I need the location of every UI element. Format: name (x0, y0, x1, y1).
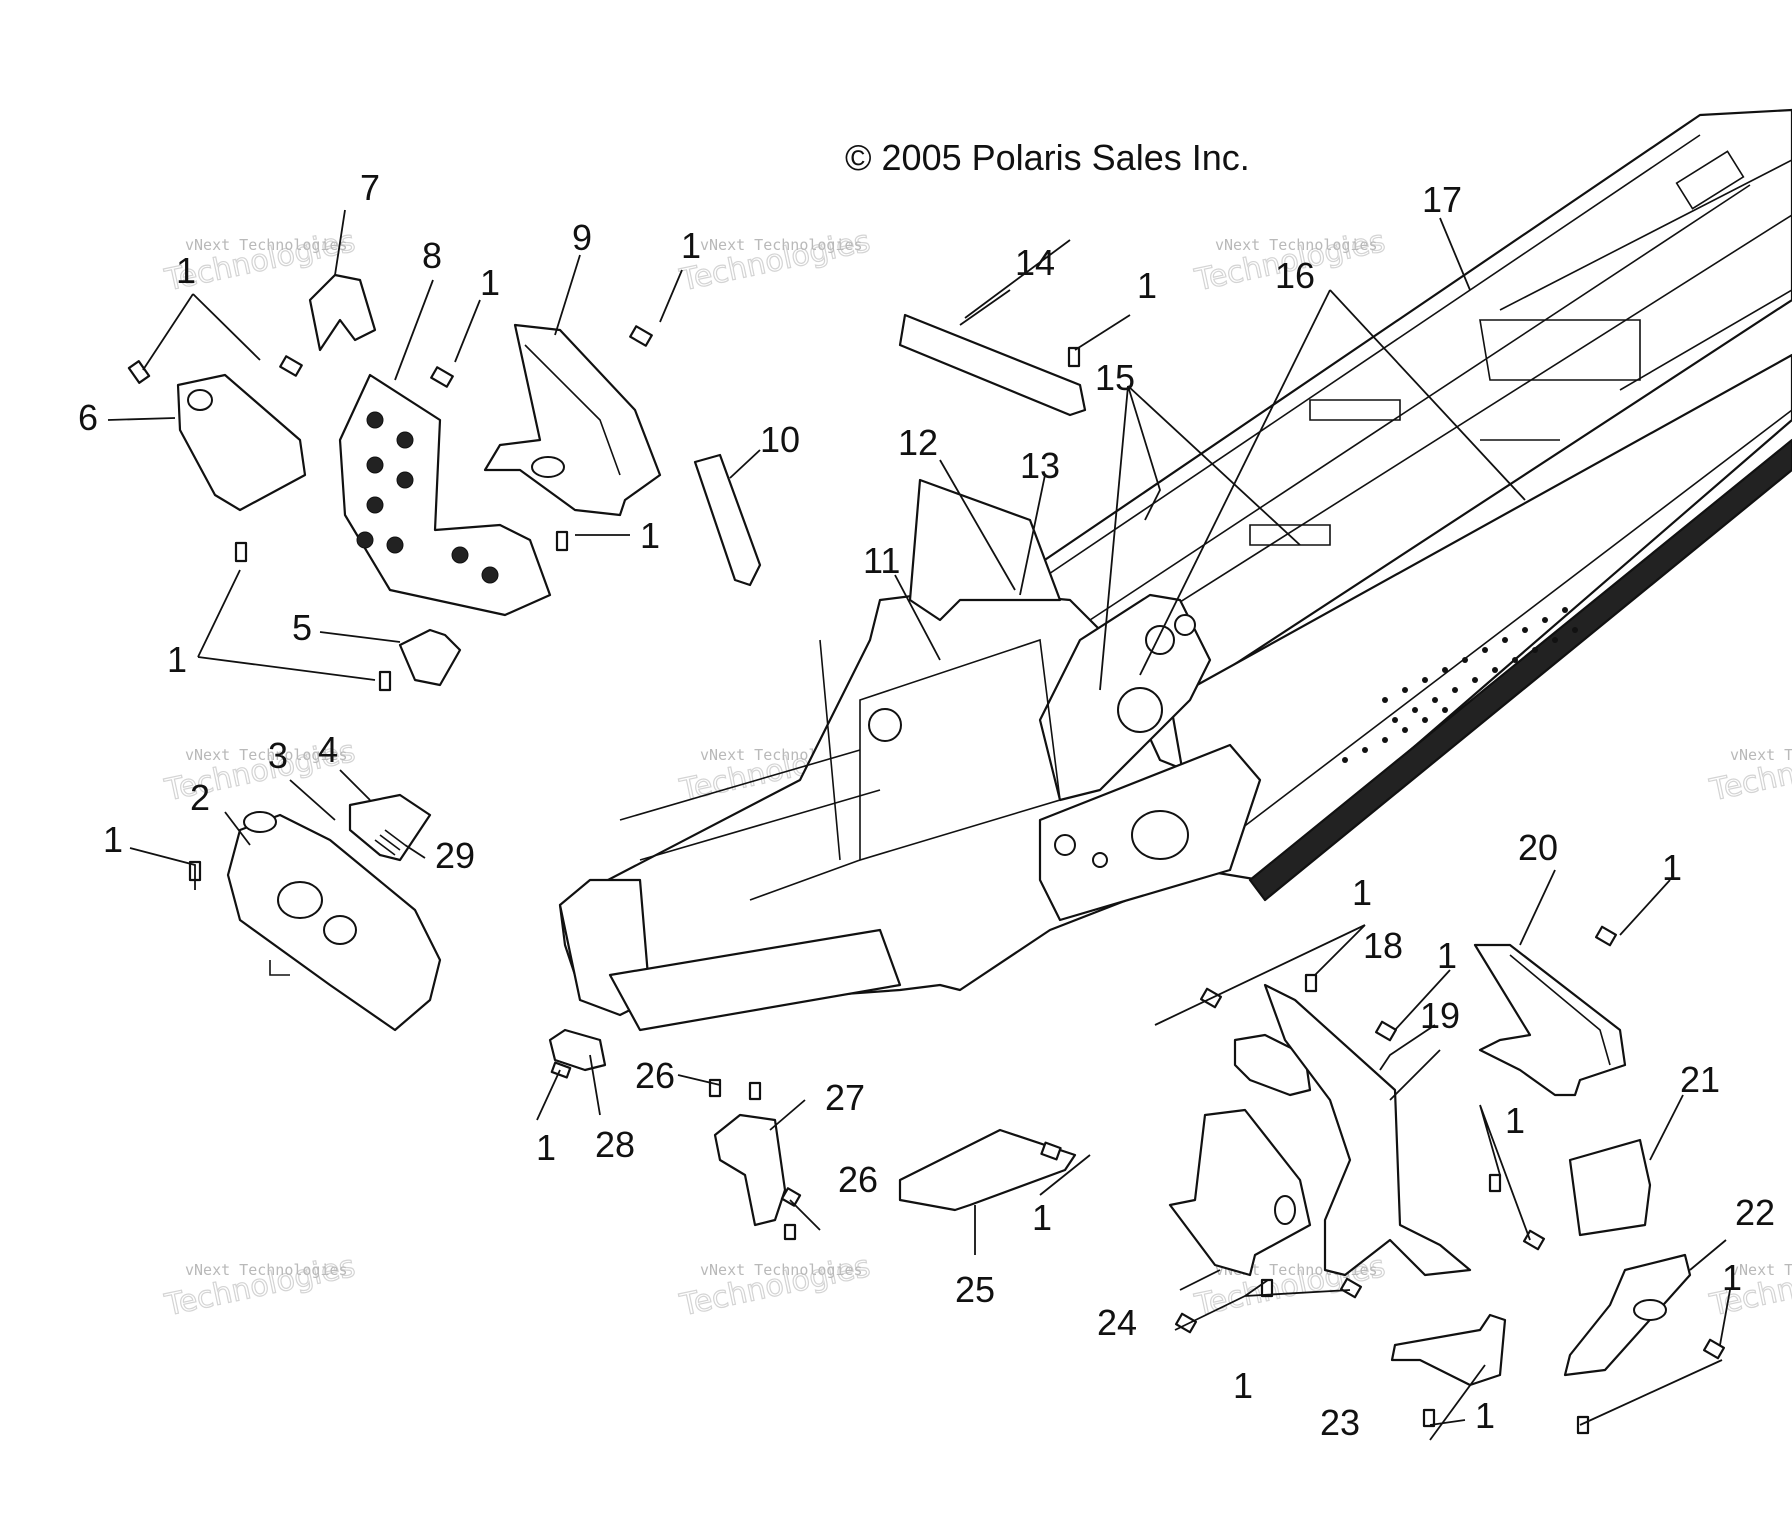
callout-5: 5 (292, 607, 312, 648)
part-25-plate (898, 1128, 1077, 1212)
callout-17: 17 (1422, 179, 1462, 220)
part-24-plate (1168, 1108, 1312, 1277)
part-8-bulkhead (338, 373, 552, 617)
part-6-plate (176, 373, 307, 512)
callout-26-b: 26 (838, 1159, 878, 1200)
callout-12: 12 (898, 422, 938, 463)
watermark-line1: vNext Technologies (185, 1261, 348, 1279)
part-20-panel (1473, 943, 1627, 1097)
part-29-spring (374, 829, 406, 856)
fasteners (127, 325, 1726, 1435)
callout-13: 13 (1020, 445, 1060, 486)
part-14-bar (898, 313, 1087, 417)
watermark-line1: vNext Technologies (1730, 1261, 1792, 1279)
callout-27: 27 (825, 1077, 865, 1118)
part-9-panel (483, 323, 662, 517)
callout-labels: 1 7 6 8 1 9 1 14 1 17 16 15 10 12 13 11 … (78, 167, 1775, 1443)
watermark-line1: vNext Technologies (1730, 746, 1792, 764)
part-7-bracket (308, 273, 377, 352)
skirt-perforations (1342, 607, 1578, 763)
callout-9: 9 (572, 217, 592, 258)
callout-28: 28 (595, 1124, 635, 1165)
part-10 (693, 453, 762, 587)
callout-26-a: 26 (635, 1055, 675, 1096)
callout-16: 16 (1275, 255, 1315, 296)
callout-22: 22 (1735, 1192, 1775, 1233)
watermark-line1: vNext Technologies (1215, 236, 1378, 254)
callout-1-h: 1 (536, 1127, 556, 1168)
chassis-frame (558, 108, 1792, 1032)
part-5-bracket (398, 628, 462, 687)
callout-15: 15 (1095, 357, 1135, 398)
callout-10: 10 (760, 419, 800, 460)
callout-1-g: 1 (103, 819, 123, 860)
callout-7: 7 (360, 167, 380, 208)
callout-20: 20 (1518, 827, 1558, 868)
part-2-housing (226, 811, 442, 1032)
watermark-line1: vNext Technologies (700, 236, 863, 254)
callout-1-b: 1 (480, 262, 500, 303)
callout-1-p: 1 (1722, 1257, 1742, 1298)
callout-8: 8 (422, 235, 442, 276)
part-4 (348, 793, 432, 862)
copyright-text: © 2005 Polaris Sales Inc. (845, 137, 1250, 178)
part-21-plate (1568, 1138, 1652, 1237)
watermark-line1: vNext Technologies (185, 746, 348, 764)
callout-1-c: 1 (681, 225, 701, 266)
callout-6: 6 (78, 397, 98, 438)
callout-1-j: 1 (1233, 1365, 1253, 1406)
callout-1-k: 1 (1475, 1395, 1495, 1436)
part-19-bracket (1263, 983, 1472, 1277)
part-27-bracket (713, 1113, 787, 1227)
callout-3: 3 (268, 735, 288, 776)
part-22-plate (1563, 1253, 1692, 1377)
callout-24: 24 (1097, 1302, 1137, 1343)
callout-21: 21 (1680, 1059, 1720, 1100)
callout-2: 2 (190, 777, 210, 818)
watermark-line1: vNext Technologies (700, 1261, 863, 1279)
callout-19: 19 (1420, 995, 1460, 1036)
part-23-bracket (1390, 1313, 1507, 1387)
callout-25: 25 (955, 1269, 995, 1310)
callout-1-a: 1 (176, 250, 196, 291)
callout-14: 14 (1015, 242, 1055, 283)
leader-lines (107, 209, 1731, 1441)
watermark-line1: vNext Technologies (185, 236, 348, 254)
callout-1-i: 1 (1032, 1197, 1052, 1238)
callout-11: 11 (863, 540, 900, 581)
callout-29: 29 (435, 835, 475, 876)
callout-1-e: 1 (640, 515, 660, 556)
callout-1-o: 1 (1505, 1100, 1525, 1141)
callout-4: 4 (318, 729, 338, 770)
callout-1-m: 1 (1437, 935, 1457, 976)
callout-23: 23 (1320, 1402, 1360, 1443)
callout-1-l: 1 (1352, 872, 1372, 913)
callout-18: 18 (1363, 925, 1403, 966)
callout-1-d: 1 (1137, 265, 1157, 306)
callout-1-n: 1 (1662, 847, 1682, 888)
callout-1-f: 1 (167, 639, 187, 680)
